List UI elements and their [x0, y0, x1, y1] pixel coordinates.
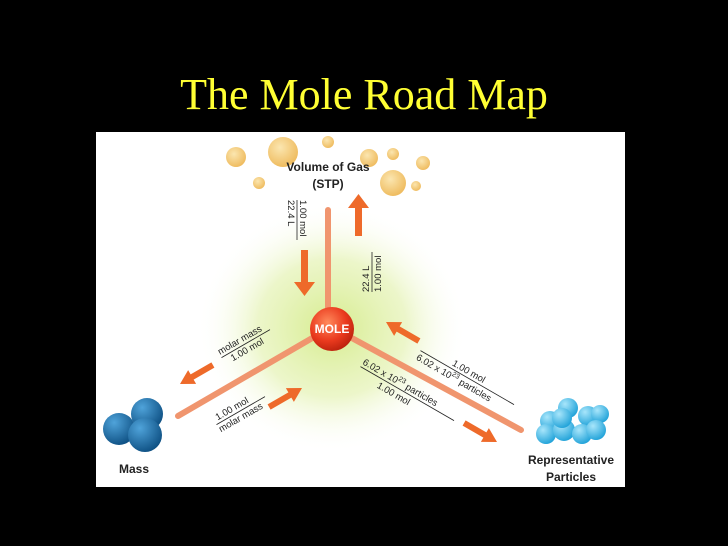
gas-bubble-icon [226, 136, 430, 196]
volume-node-label: Volume of Gas [286, 160, 369, 174]
arrow-icon [348, 194, 369, 236]
road-to-mass [175, 334, 317, 419]
mass-sphere-icon [103, 398, 163, 452]
arrow-icon [462, 420, 497, 442]
arrow-icon [294, 250, 315, 296]
slide-title: The Mole Road Map [180, 70, 548, 119]
volume-node-sublabel: (STP) [312, 177, 343, 191]
particles-node-label: Representative [528, 453, 614, 467]
roads [175, 207, 524, 433]
particles-node-sublabel: Particles [546, 470, 596, 484]
particle-sphere-icon [536, 398, 609, 444]
mass-node-label: Mass [119, 462, 149, 476]
mole-road-map-diagram: Volume of Gas (STP) 1.00 mol 22.4 L 22.4… [96, 132, 625, 487]
arrow-icon [180, 362, 215, 384]
mole-node-label: MOLE [315, 322, 350, 336]
arrow-icon [386, 322, 421, 344]
mole-node [310, 307, 354, 351]
svg-text:22.4 L: 22.4 L [285, 200, 296, 226]
road-to-particles [347, 334, 524, 433]
volume-to-mole-factor: 1.00 mol 22.4 L [285, 200, 308, 240]
svg-text:1.00 mol: 1.00 mol [297, 200, 308, 236]
svg-text:22.4 L: 22.4 L [361, 266, 372, 292]
svg-text:1.00 mol: 1.00 mol [373, 256, 384, 292]
arrow-icon [267, 388, 302, 410]
mole-to-volume-factor: 22.4 L 1.00 mol [361, 252, 384, 292]
